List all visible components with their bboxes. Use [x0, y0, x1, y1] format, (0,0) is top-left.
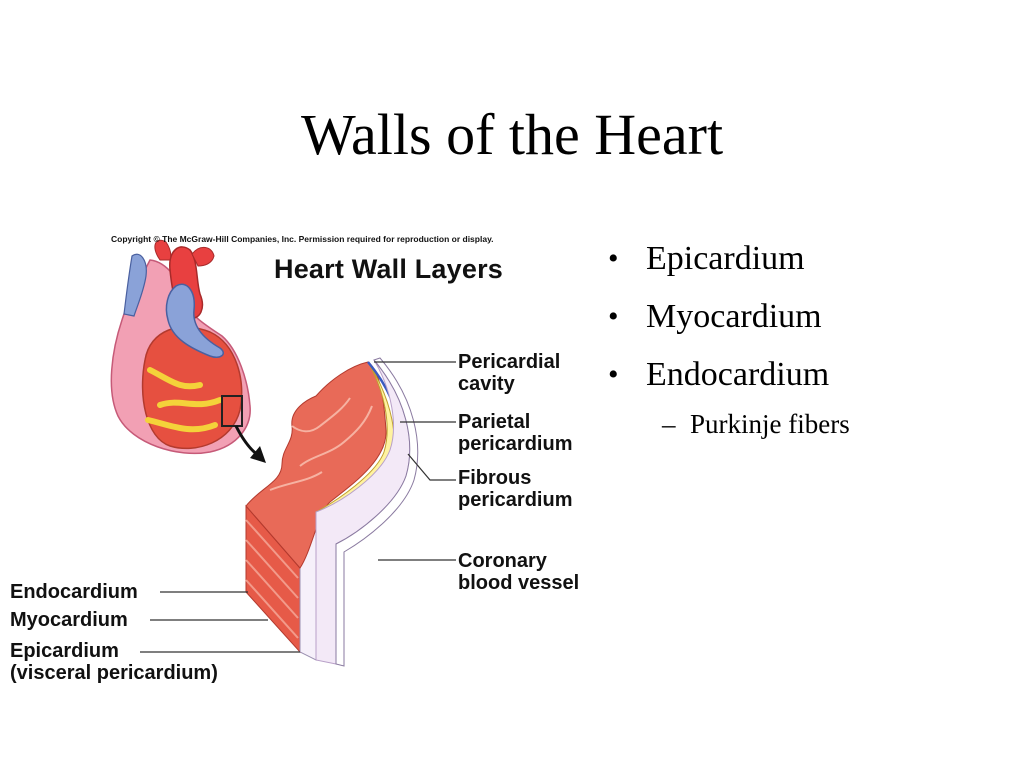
- bullet-dot-icon: •: [608, 358, 619, 391]
- label-fibrous-pericardium: Fibrous pericardium: [458, 467, 573, 511]
- sub-bullet-item: – Purkinje fibers: [606, 404, 1016, 444]
- heart-wall-layers-figure: Copyright © The McGraw-Hill Companies, I…: [0, 220, 610, 700]
- label-coronary-blood-vessel: Coronary blood vessel: [458, 550, 580, 594]
- label-leader-lines: [140, 361, 456, 653]
- sub-bullet-text: Purkinje fibers: [690, 409, 850, 439]
- leader-fibrous-pericardium: [407, 453, 456, 481]
- wall-cross-section: [245, 357, 419, 667]
- heart-wall-illustration: [110, 239, 456, 667]
- label-epicardium: Epicardium (visceral pericardium): [10, 640, 218, 684]
- bullet-text: Myocardium: [646, 298, 822, 335]
- bullet-item: • Myocardium: [606, 288, 1016, 346]
- dash-icon: –: [662, 409, 676, 439]
- bullet-list: • Epicardium • Myocardium • Endocardium …: [606, 230, 1016, 444]
- label-endocardium: Endocardium: [10, 581, 138, 603]
- bullet-dot-icon: •: [608, 300, 619, 333]
- bullet-item: • Endocardium: [606, 346, 1016, 404]
- label-parietal-pericardium: Parietal pericardium: [458, 411, 573, 455]
- slide-title: Walls of the Heart: [300, 102, 724, 167]
- figure-copyright: Copyright © The McGraw-Hill Companies, I…: [111, 234, 494, 244]
- label-pericardial-cavity: Pericardial cavity: [458, 351, 561, 395]
- bullet-dot-icon: •: [608, 242, 619, 275]
- heart-illustration: [110, 239, 266, 463]
- bullet-item: • Epicardium: [606, 230, 1016, 288]
- bullet-text: Endocardium: [646, 356, 830, 393]
- label-myocardium: Myocardium: [10, 609, 128, 631]
- figure-title: Heart Wall Layers: [274, 254, 503, 284]
- bullet-text: Epicardium: [646, 240, 805, 277]
